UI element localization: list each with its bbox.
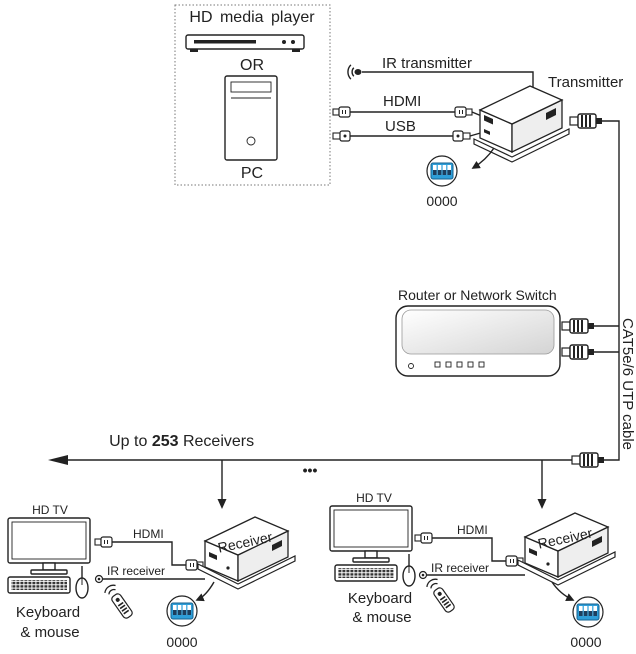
peripherals-label-line2: & mouse bbox=[20, 624, 79, 641]
transmitter-label: Transmitter bbox=[548, 74, 623, 91]
receiver-1-dip-arrow bbox=[195, 581, 215, 602]
source-devices: HD media player OR PC bbox=[174, 4, 331, 186]
hdmi-label: HDMI bbox=[457, 523, 488, 537]
receiver-2-dip-code: 0000 bbox=[570, 634, 601, 650]
receiver-group-1: HD TV Keyboard & mouse HDMI bbox=[7, 503, 296, 650]
ir-transmitter-cable bbox=[362, 71, 534, 88]
ir-transmitter-icon bbox=[347, 64, 362, 80]
transmitter-dip-arrow bbox=[471, 147, 495, 169]
cat-cable-trunk bbox=[602, 120, 620, 461]
transmitter-dip-code: 0000 bbox=[426, 193, 457, 209]
keyboard-icon bbox=[7, 576, 71, 594]
or-separator: OR bbox=[240, 57, 264, 74]
tv-hdmi-cable bbox=[432, 537, 506, 562]
ir-receiver-label: IR receiver bbox=[107, 564, 165, 578]
tv-icon bbox=[7, 517, 91, 575]
dvd-player-icon bbox=[185, 34, 305, 52]
peripherals-label-line2: & mouse bbox=[352, 609, 411, 626]
peripherals-label-line1: Keyboard bbox=[348, 590, 412, 607]
source-group-border bbox=[174, 4, 331, 186]
transmitter-section: IR transmitter HDMI USB Transmitter 0000 bbox=[332, 55, 623, 209]
receiver-box bbox=[517, 512, 616, 586]
transmitter-box bbox=[473, 85, 570, 163]
network-section: CAT5e/6 UTP cable Router or Network Swit… bbox=[48, 120, 636, 509]
transmitter-dip-switch-icon bbox=[426, 155, 458, 187]
ir-remote-icon bbox=[102, 582, 136, 622]
receiver-box bbox=[197, 516, 296, 590]
router-rj45-plug-in bbox=[561, 318, 595, 334]
usb-label: USB bbox=[385, 118, 416, 135]
hdmi-plug-right bbox=[454, 106, 473, 118]
receivers-bus-arrow bbox=[48, 455, 68, 465]
receiver-2-link: HDMI IR receiver Receiver bbox=[414, 512, 616, 616]
pc-label: PC bbox=[241, 165, 263, 182]
router-rj45-plug-out bbox=[561, 344, 595, 360]
peripherals-label-line1: Keyboard bbox=[16, 604, 80, 621]
keyboard-icon bbox=[334, 564, 398, 582]
router-icon bbox=[395, 305, 561, 377]
source-title: HD media player bbox=[189, 9, 315, 26]
ir-receiver-label: IR receiver bbox=[431, 561, 489, 575]
pc-tower-icon bbox=[224, 75, 278, 161]
receiver-2-dip-switch-icon bbox=[572, 596, 604, 628]
usb-plug-left bbox=[332, 130, 351, 142]
receivers-count: 253 bbox=[152, 433, 179, 450]
receiver-2-dip-arrow bbox=[551, 581, 575, 601]
ir-remote-icon bbox=[424, 576, 458, 616]
receiver-1-dip-switch-icon bbox=[166, 595, 198, 627]
receiver-2-peripherals: HD TV Keyboard & mouse bbox=[329, 491, 416, 626]
ir-receiver-sensor-icon bbox=[418, 570, 428, 580]
router-label: Router or Network Switch bbox=[398, 287, 557, 303]
receiver-1-peripherals: HD TV Keyboard & mouse bbox=[7, 503, 91, 641]
usb-plug-right bbox=[452, 130, 471, 142]
receivers-rj45-plug bbox=[571, 452, 605, 468]
hdmi-plug-left bbox=[332, 106, 351, 118]
tv-hdmi-plug bbox=[414, 532, 433, 544]
hdmi-label: HDMI bbox=[383, 93, 421, 110]
receiver-1-link: HDMI IR receiver Receiver bbox=[94, 516, 296, 622]
receivers-prefix: Up to bbox=[109, 433, 152, 450]
tv-label: HD TV bbox=[32, 503, 68, 517]
mouse-icon bbox=[75, 566, 89, 599]
tv-icon bbox=[329, 505, 413, 563]
transmitter-rj45-plug bbox=[569, 113, 603, 129]
receiver-1-dip-code: 0000 bbox=[166, 634, 197, 650]
ir-transmitter-label: IR transmitter bbox=[382, 55, 472, 72]
receiver-group-2: HD TV Keyboard & mouse HDMI bbox=[329, 491, 616, 650]
cable-label: CAT5e/6 UTP cable bbox=[619, 318, 636, 450]
tv-label: HD TV bbox=[356, 491, 392, 505]
receivers-count-label: Up to 253 Receivers bbox=[78, 433, 276, 450]
receivers-suffix: Receivers bbox=[179, 433, 255, 450]
mouse-icon bbox=[402, 554, 416, 587]
tv-hdmi-plug bbox=[94, 536, 113, 548]
more-receivers-indicator: ••• bbox=[303, 462, 318, 478]
ir-receiver-sensor-icon bbox=[94, 574, 104, 584]
hdmi-label: HDMI bbox=[133, 527, 164, 541]
tv-hdmi-cable bbox=[112, 541, 186, 566]
